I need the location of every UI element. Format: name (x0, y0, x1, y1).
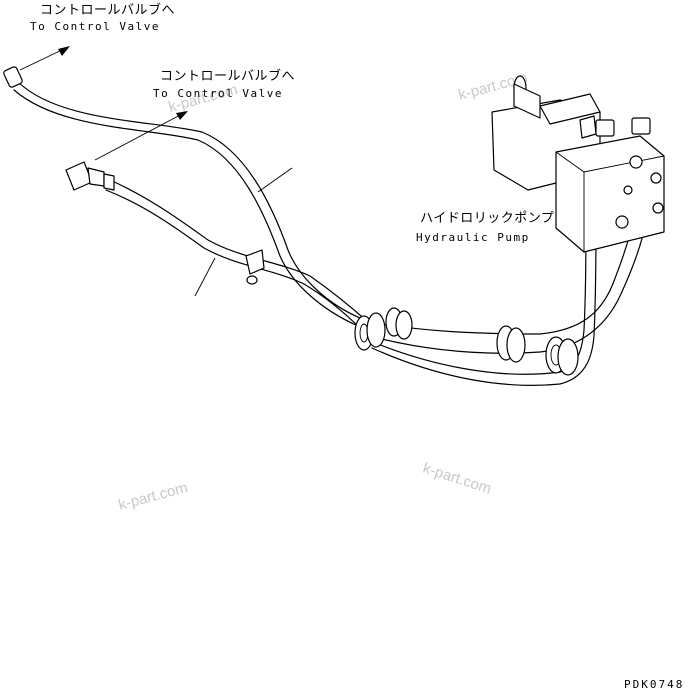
control-valve-label-en-2: To Control Valve (153, 87, 283, 100)
watermark: k-part.com (421, 460, 494, 498)
grommet (545, 336, 579, 376)
drawing-code: PDK0748 (624, 678, 684, 690)
hydraulic-pump-label-en: Hydraulic Pump (416, 231, 530, 244)
hose-clamp (245, 249, 265, 285)
control-valve-label-jp-2: コントロールバルブへ (160, 68, 295, 84)
control-valve-label-en-1: To Control Valve (30, 20, 160, 33)
hose-fitting (3, 66, 23, 88)
leader-line (257, 167, 293, 193)
hose-upper (13, 81, 361, 327)
arrow-icon (94, 111, 188, 161)
hose-fitting (65, 161, 115, 191)
leader-line (194, 257, 216, 297)
hose-lower (105, 179, 369, 331)
grommet (354, 312, 386, 351)
grommet (385, 307, 413, 340)
hydraulic-pump (491, 75, 665, 253)
arrow-icon (19, 46, 70, 71)
grommet (496, 325, 526, 363)
hydraulic-pump-label-jp: ハイドロリックポンプ (420, 211, 554, 226)
watermark: k-part.com (117, 479, 190, 514)
control-valve-label-jp-1: コントロールバルブへ (40, 2, 175, 18)
